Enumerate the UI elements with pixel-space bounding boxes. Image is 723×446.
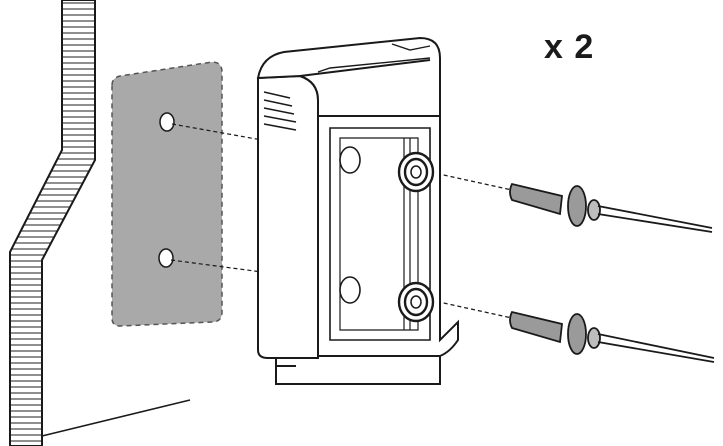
plate-hole-top	[159, 112, 175, 132]
mounting-plate	[111, 61, 223, 327]
grommet-top	[397, 151, 435, 193]
rivet-top	[509, 182, 713, 233]
quantity-label: x 2	[544, 28, 595, 66]
floor-line	[41, 399, 191, 437]
plate-hole-bottom	[158, 248, 174, 268]
vent-slots	[263, 91, 297, 131]
wall-section	[9, 0, 191, 446]
rivet-bottom	[509, 310, 715, 363]
housing	[256, 36, 459, 385]
grommet-bottom	[397, 281, 435, 323]
housing-hole-bottom-left	[339, 276, 361, 304]
housing-hole-top-left	[339, 146, 361, 174]
